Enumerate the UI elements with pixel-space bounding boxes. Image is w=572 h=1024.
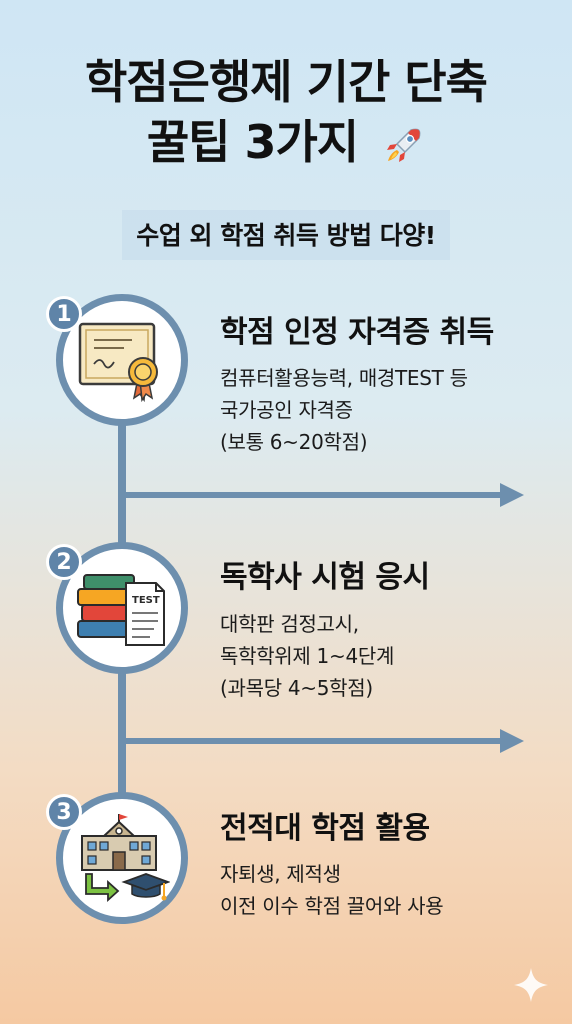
title-line-2-text: 꿀팁 3가지	[146, 115, 359, 169]
arrow-right-icon	[500, 483, 524, 507]
step-3-badge: 3	[46, 794, 82, 830]
step-1-desc-line: (보통 6~20학점)	[220, 430, 368, 454]
step-2-desc-line: 대학판 검정고시,	[220, 612, 359, 636]
step-1-badge: 1	[46, 296, 82, 332]
step-1-title: 학점 인정 자격증 취득	[220, 315, 494, 350]
step-3-desc-line: 자퇴생, 제적생	[220, 862, 341, 886]
timeline-arrow-2	[122, 729, 524, 753]
step-1-description: 컴퓨터활용능력, 매경TEST 등 국가공인 자격증 (보통 6~20학점)	[220, 362, 468, 458]
rocket-icon	[387, 128, 421, 162]
books-test-icon: TEST	[77, 574, 165, 646]
step-2-title: 독학사 시험 응시	[220, 560, 430, 595]
sparkle-icon	[514, 968, 548, 1002]
arrow-right-icon	[500, 729, 524, 753]
step-2-desc-line: (과목당 4~5학점)	[220, 676, 373, 700]
subtitle: 수업 외 학점 취득 방법 다양!	[122, 210, 450, 260]
step-1-desc-line: 국가공인 자격증	[220, 398, 353, 422]
step-2-desc-line: 독학학위제 1~4단계	[220, 644, 395, 668]
step-3-description: 자퇴생, 제적생 이전 이수 학점 끌어와 사용	[220, 858, 444, 922]
step-3-desc-line: 이전 이수 학점 끌어와 사용	[220, 894, 444, 918]
page-title: 학점은행제 기간 단축 꿀팁 3가지	[0, 52, 572, 172]
certificate-icon	[78, 322, 158, 403]
step-3-title: 전적대 학점 활용	[220, 811, 430, 846]
step-2-description: 대학판 검정고시, 독학학위제 1~4단계 (과목당 4~5학점)	[220, 608, 394, 704]
step-1-desc-line: 컴퓨터활용능력, 매경TEST 등	[220, 366, 468, 390]
timeline-arrow-1	[122, 483, 524, 507]
title-line-2: 꿀팁 3가지	[0, 112, 572, 172]
title-line-1: 학점은행제 기간 단축	[85, 55, 488, 109]
test-label: TEST	[132, 595, 160, 606]
subtitle-wrap: 수업 외 학점 취득 방법 다양!	[0, 210, 572, 260]
step-2-circle: TEST	[56, 542, 188, 674]
school-transfer-icon	[81, 814, 170, 903]
step-2-badge: 2	[46, 544, 82, 580]
step-1-circle	[56, 294, 188, 426]
